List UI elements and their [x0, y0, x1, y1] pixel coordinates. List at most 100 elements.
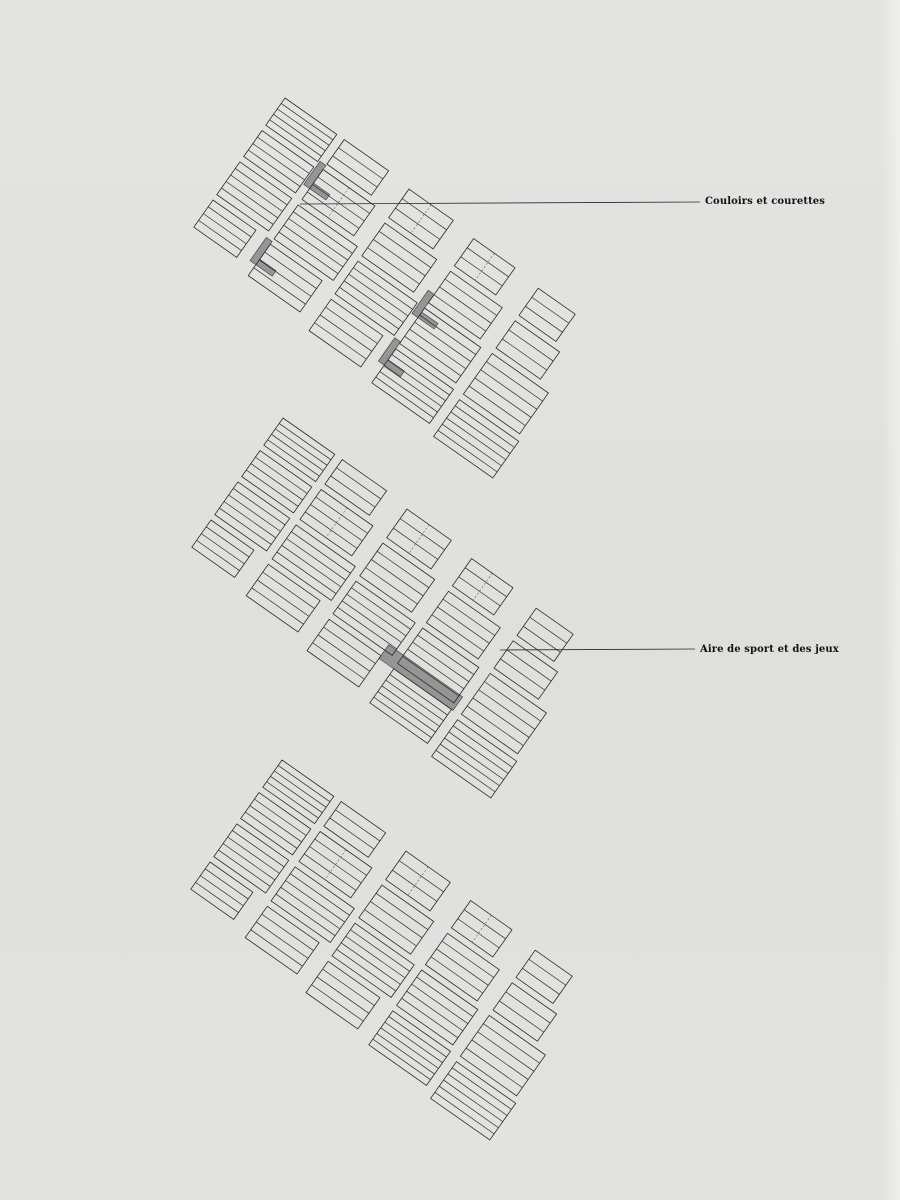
unit-divider [398, 860, 444, 893]
building-block [399, 307, 482, 384]
unit-divider [416, 976, 474, 1017]
block-outline [397, 627, 480, 704]
unit-divider [393, 527, 439, 560]
unit-divider [257, 136, 310, 174]
unit-divider [439, 1085, 499, 1129]
unit-divider [525, 306, 563, 333]
unit-divider [466, 247, 509, 278]
unit-divider [345, 935, 406, 979]
unit-divider [273, 114, 326, 152]
unit-divider [373, 239, 426, 277]
unit-divider [471, 1039, 529, 1080]
unit-divider [385, 679, 444, 721]
unit-divider [444, 278, 498, 316]
block-outline [243, 130, 315, 194]
unit-divider [228, 494, 281, 532]
corridors-leader-line [299, 201, 701, 205]
unit-divider [414, 321, 472, 362]
unit-divider [309, 846, 362, 884]
unit-divider [257, 579, 310, 617]
building-block [213, 823, 290, 894]
building-block [359, 542, 436, 613]
unit-divider [439, 286, 492, 324]
unit-divider [271, 434, 324, 472]
block-outline [430, 1061, 517, 1141]
building-block [430, 1061, 517, 1141]
unit-divider [280, 886, 341, 930]
unit-divider [207, 206, 252, 238]
unit-divider [255, 456, 308, 494]
unit-divider [336, 467, 382, 500]
building-block [324, 459, 388, 516]
unit-divider [478, 689, 536, 730]
block-outline [518, 287, 576, 342]
unit-divider [275, 893, 336, 936]
block-outline [424, 932, 500, 1002]
block-outline [263, 417, 336, 483]
unit-divider [256, 921, 309, 959]
unit-divider [387, 359, 446, 401]
unit-divider [205, 526, 250, 558]
building-block [332, 580, 416, 656]
unit-divider [412, 641, 470, 682]
unit-divider [322, 968, 375, 1006]
unit-divider [266, 781, 319, 819]
unit-divider [373, 696, 432, 738]
unit-divider [451, 1067, 512, 1110]
dashed-divider [474, 253, 495, 281]
unit-divider [230, 174, 283, 212]
block-outline [324, 459, 388, 516]
building-block [331, 922, 415, 998]
unit-divider [338, 147, 384, 180]
block-outline [332, 580, 416, 656]
building-block [516, 607, 574, 662]
unit-divider [351, 587, 411, 630]
unit-divider [376, 1033, 435, 1075]
unit-divider [407, 648, 465, 690]
unit-divider [450, 411, 511, 454]
building-block [371, 348, 455, 424]
unit-divider [283, 224, 344, 268]
block-outline [240, 792, 312, 856]
unit-divider [523, 626, 561, 653]
building-block [323, 801, 387, 858]
building-block [425, 590, 501, 660]
unit-divider [196, 540, 240, 571]
block-outline [462, 352, 549, 435]
unit-divider [384, 1021, 443, 1063]
building-block [190, 861, 254, 920]
block-outline [361, 222, 438, 293]
unit-divider [463, 909, 506, 940]
building-block [299, 488, 374, 557]
building-block [273, 204, 358, 282]
callout-leaders [299, 201, 701, 651]
floor-plan-lower [190, 759, 573, 1141]
building-block [262, 759, 335, 825]
unit-divider [480, 369, 538, 410]
unit-divider [330, 475, 376, 508]
unit-divider [442, 598, 496, 636]
block-outline [460, 672, 547, 755]
building-block [263, 417, 336, 483]
unit-divider [253, 267, 306, 305]
unit-divider [312, 642, 365, 680]
building-block [214, 481, 291, 552]
unit-divider [448, 731, 509, 774]
unit-divider [457, 918, 500, 949]
block-outline [216, 161, 293, 232]
building-block [298, 830, 373, 899]
unit-divider [401, 998, 459, 1039]
unit-divider [375, 892, 429, 930]
unit-divider [290, 873, 350, 916]
building-block [515, 949, 573, 1004]
building-block [270, 866, 355, 944]
building-block [518, 287, 576, 342]
building-block [326, 139, 390, 196]
block-outline [191, 519, 255, 578]
unit-divider [267, 439, 320, 477]
unit-divider [508, 329, 554, 362]
unit-divider [430, 956, 483, 994]
building-block [451, 558, 514, 616]
unit-divider [499, 1000, 545, 1033]
